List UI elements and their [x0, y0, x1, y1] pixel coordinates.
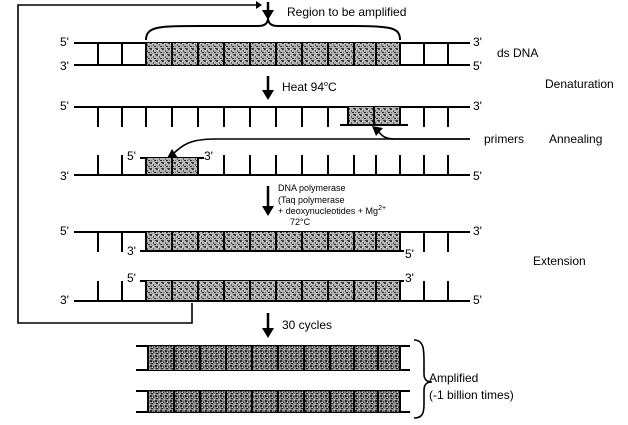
annealing-label: Annealing: [549, 132, 602, 146]
svg-text:3': 3': [60, 169, 69, 183]
polymerase-line-3: + deoxynucleotides + Mg2+: [278, 205, 386, 216]
region-brace: [145, 17, 401, 41]
ds-dna-row: 5' 3' 3' 5' ds DNA: [60, 35, 538, 73]
ds-dna-5prime-left: 5': [60, 35, 69, 49]
ds-dna-3prime-right: 3': [473, 35, 482, 49]
amplified-label-2: (-1 billion times): [429, 388, 514, 402]
polymerase-line-2: (Taq polymerase: [278, 195, 345, 205]
heat-label: Heat 94oC: [282, 80, 337, 94]
primer-pointer-line-top: [377, 130, 470, 140]
amplified-label-1: Amplified: [429, 371, 478, 385]
amplified-product-1: [136, 345, 410, 371]
svg-text:5': 5': [405, 247, 414, 261]
extension-label: Extension: [533, 254, 586, 268]
polymerase-line-1: DNA polymerase: [278, 183, 346, 193]
extension-duplex-2: 5' 3' 3' 5': [60, 271, 482, 307]
region-label: Region to be amplified: [287, 5, 406, 19]
svg-text:3': 3': [405, 271, 414, 285]
primers-label: primers: [484, 132, 524, 146]
svg-text:5': 5': [60, 224, 69, 238]
svg-text:3': 3': [60, 293, 69, 307]
primer-pointer-line-bottom: [171, 138, 470, 156]
amplified-brace: [413, 339, 433, 419]
svg-text:3': 3': [473, 224, 482, 238]
svg-text:3': 3': [473, 99, 482, 113]
svg-text:5': 5': [127, 149, 136, 163]
polymerase-line-4: 72°C: [290, 217, 311, 227]
denatured-bottom-strand: 5' 3' 3' 5': [60, 149, 482, 183]
ds-dna-label: ds DNA: [497, 46, 538, 60]
amplified-product-2: [136, 390, 410, 413]
svg-text:3': 3': [127, 244, 136, 258]
svg-text:3': 3': [204, 149, 213, 163]
denatured-top-strand: 5' 3': [60, 99, 482, 127]
ds-dna-5prime-right: 5': [473, 59, 482, 73]
extension-duplex-1: 5' 3' 5' 3': [60, 224, 482, 261]
svg-text:5': 5': [473, 293, 482, 307]
svg-text:5': 5': [127, 271, 136, 285]
ds-dna-3prime-left: 3': [60, 59, 69, 73]
cycle-loop-arrowhead: [256, 1, 262, 9]
cycles-label: 30 cycles: [282, 318, 332, 332]
svg-text:5': 5': [473, 169, 482, 183]
svg-text:5': 5': [60, 99, 69, 113]
cycle-loop-line: [17, 4, 258, 324]
denaturation-label: Denaturation: [545, 77, 614, 91]
ds-dna-target-region: [146, 43, 400, 65]
